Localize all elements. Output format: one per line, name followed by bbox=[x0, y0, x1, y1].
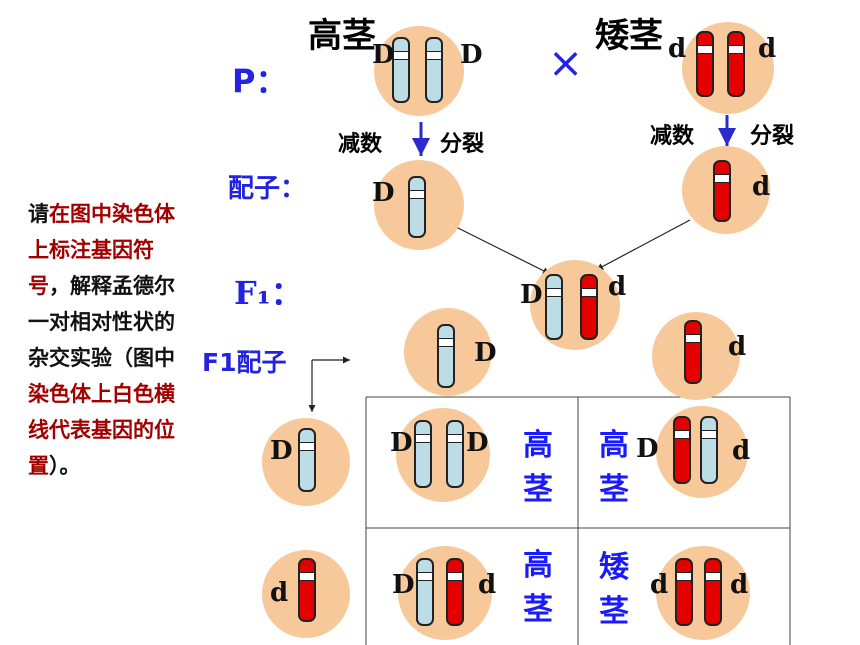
chromosome bbox=[700, 416, 718, 484]
chromosome bbox=[446, 558, 464, 626]
note-segment-highlight: 染色体上白色横线代表基因的位置 bbox=[28, 382, 175, 478]
note-segment: ，解释孟德尔一对相对性状的杂交实验（图中 bbox=[28, 274, 175, 370]
chromosome bbox=[580, 274, 598, 340]
chromosome bbox=[545, 274, 563, 340]
chromosome bbox=[684, 320, 702, 384]
gene-label: D bbox=[270, 436, 293, 466]
short-parent-label: 矮茎 bbox=[595, 16, 663, 56]
meiosis-right-text-b: 分裂 bbox=[750, 124, 795, 149]
gametes-label: 配子： bbox=[228, 174, 307, 204]
phenotype-22: 矮茎 bbox=[599, 550, 629, 629]
gene-label: d bbox=[732, 436, 751, 466]
phenotype-21: 高茎 bbox=[523, 548, 553, 627]
chromosome bbox=[425, 37, 443, 103]
gene-label: D bbox=[636, 434, 659, 464]
chromosome bbox=[446, 420, 464, 488]
gene-label: d bbox=[608, 272, 627, 302]
gene-label: d bbox=[730, 570, 749, 600]
gene-label: D bbox=[372, 40, 395, 70]
instruction-note: 请在图中染色体上标注基因符号，解释孟德尔一对相对性状的杂交实验（图中染色体上白色… bbox=[28, 196, 193, 484]
chromosome bbox=[727, 31, 745, 97]
chromosome bbox=[392, 37, 410, 103]
p-label: P： bbox=[232, 62, 288, 100]
f1-label: F₁： bbox=[234, 274, 303, 312]
chromosome bbox=[696, 31, 714, 97]
fertilization-arrow-right bbox=[595, 219, 691, 271]
note-segment: 请 bbox=[28, 202, 49, 226]
offspring-dd-cell bbox=[396, 408, 490, 502]
chromosome bbox=[298, 428, 316, 492]
gene-label: d bbox=[728, 332, 747, 362]
chromosome bbox=[298, 558, 316, 622]
meiosis-left-text-b: 分裂 bbox=[440, 132, 485, 157]
chromosome bbox=[414, 420, 432, 488]
f1-cell bbox=[530, 260, 620, 350]
gene-label: d bbox=[650, 570, 669, 600]
gene-label: d bbox=[758, 34, 777, 64]
fertilization-arrow-left bbox=[453, 225, 551, 275]
phenotype-11: 高茎 bbox=[523, 428, 553, 507]
gene-label: D bbox=[466, 428, 489, 458]
gene-label: d bbox=[478, 570, 497, 600]
parent-tall-cell bbox=[374, 26, 464, 116]
offspring-rr-cell bbox=[656, 546, 750, 640]
note-segment-highlight: 在图中染色体上标注基因符号 bbox=[28, 202, 175, 298]
chromosome bbox=[673, 416, 691, 484]
gene-label: D bbox=[372, 178, 395, 208]
chromosome bbox=[675, 558, 693, 626]
gene-label: D bbox=[520, 280, 543, 310]
cross-symbol: × bbox=[548, 38, 584, 87]
gene-label: D bbox=[460, 40, 483, 70]
gene-label: D bbox=[390, 428, 413, 458]
f1-gametes-label: F1配子 bbox=[202, 348, 287, 377]
offspring-dd-cell-3 bbox=[398, 546, 492, 640]
chromosome bbox=[416, 558, 434, 626]
gene-label: d bbox=[270, 578, 289, 608]
tall-parent-label: 高茎 bbox=[308, 16, 376, 56]
phenotype-12: 高茎 bbox=[599, 428, 629, 507]
chromosome bbox=[704, 558, 722, 626]
note-segment: ）。 bbox=[49, 454, 81, 478]
gene-label: D bbox=[392, 570, 415, 600]
chromosome bbox=[437, 324, 455, 388]
gene-label: d bbox=[668, 34, 687, 64]
gene-label: D bbox=[474, 338, 497, 368]
meiosis-right-text-a: 减数 bbox=[650, 124, 695, 149]
chromosome bbox=[408, 176, 426, 238]
chromosome bbox=[713, 160, 731, 222]
meiosis-left-text-a: 减数 bbox=[338, 132, 383, 157]
gene-label: d bbox=[752, 172, 771, 202]
